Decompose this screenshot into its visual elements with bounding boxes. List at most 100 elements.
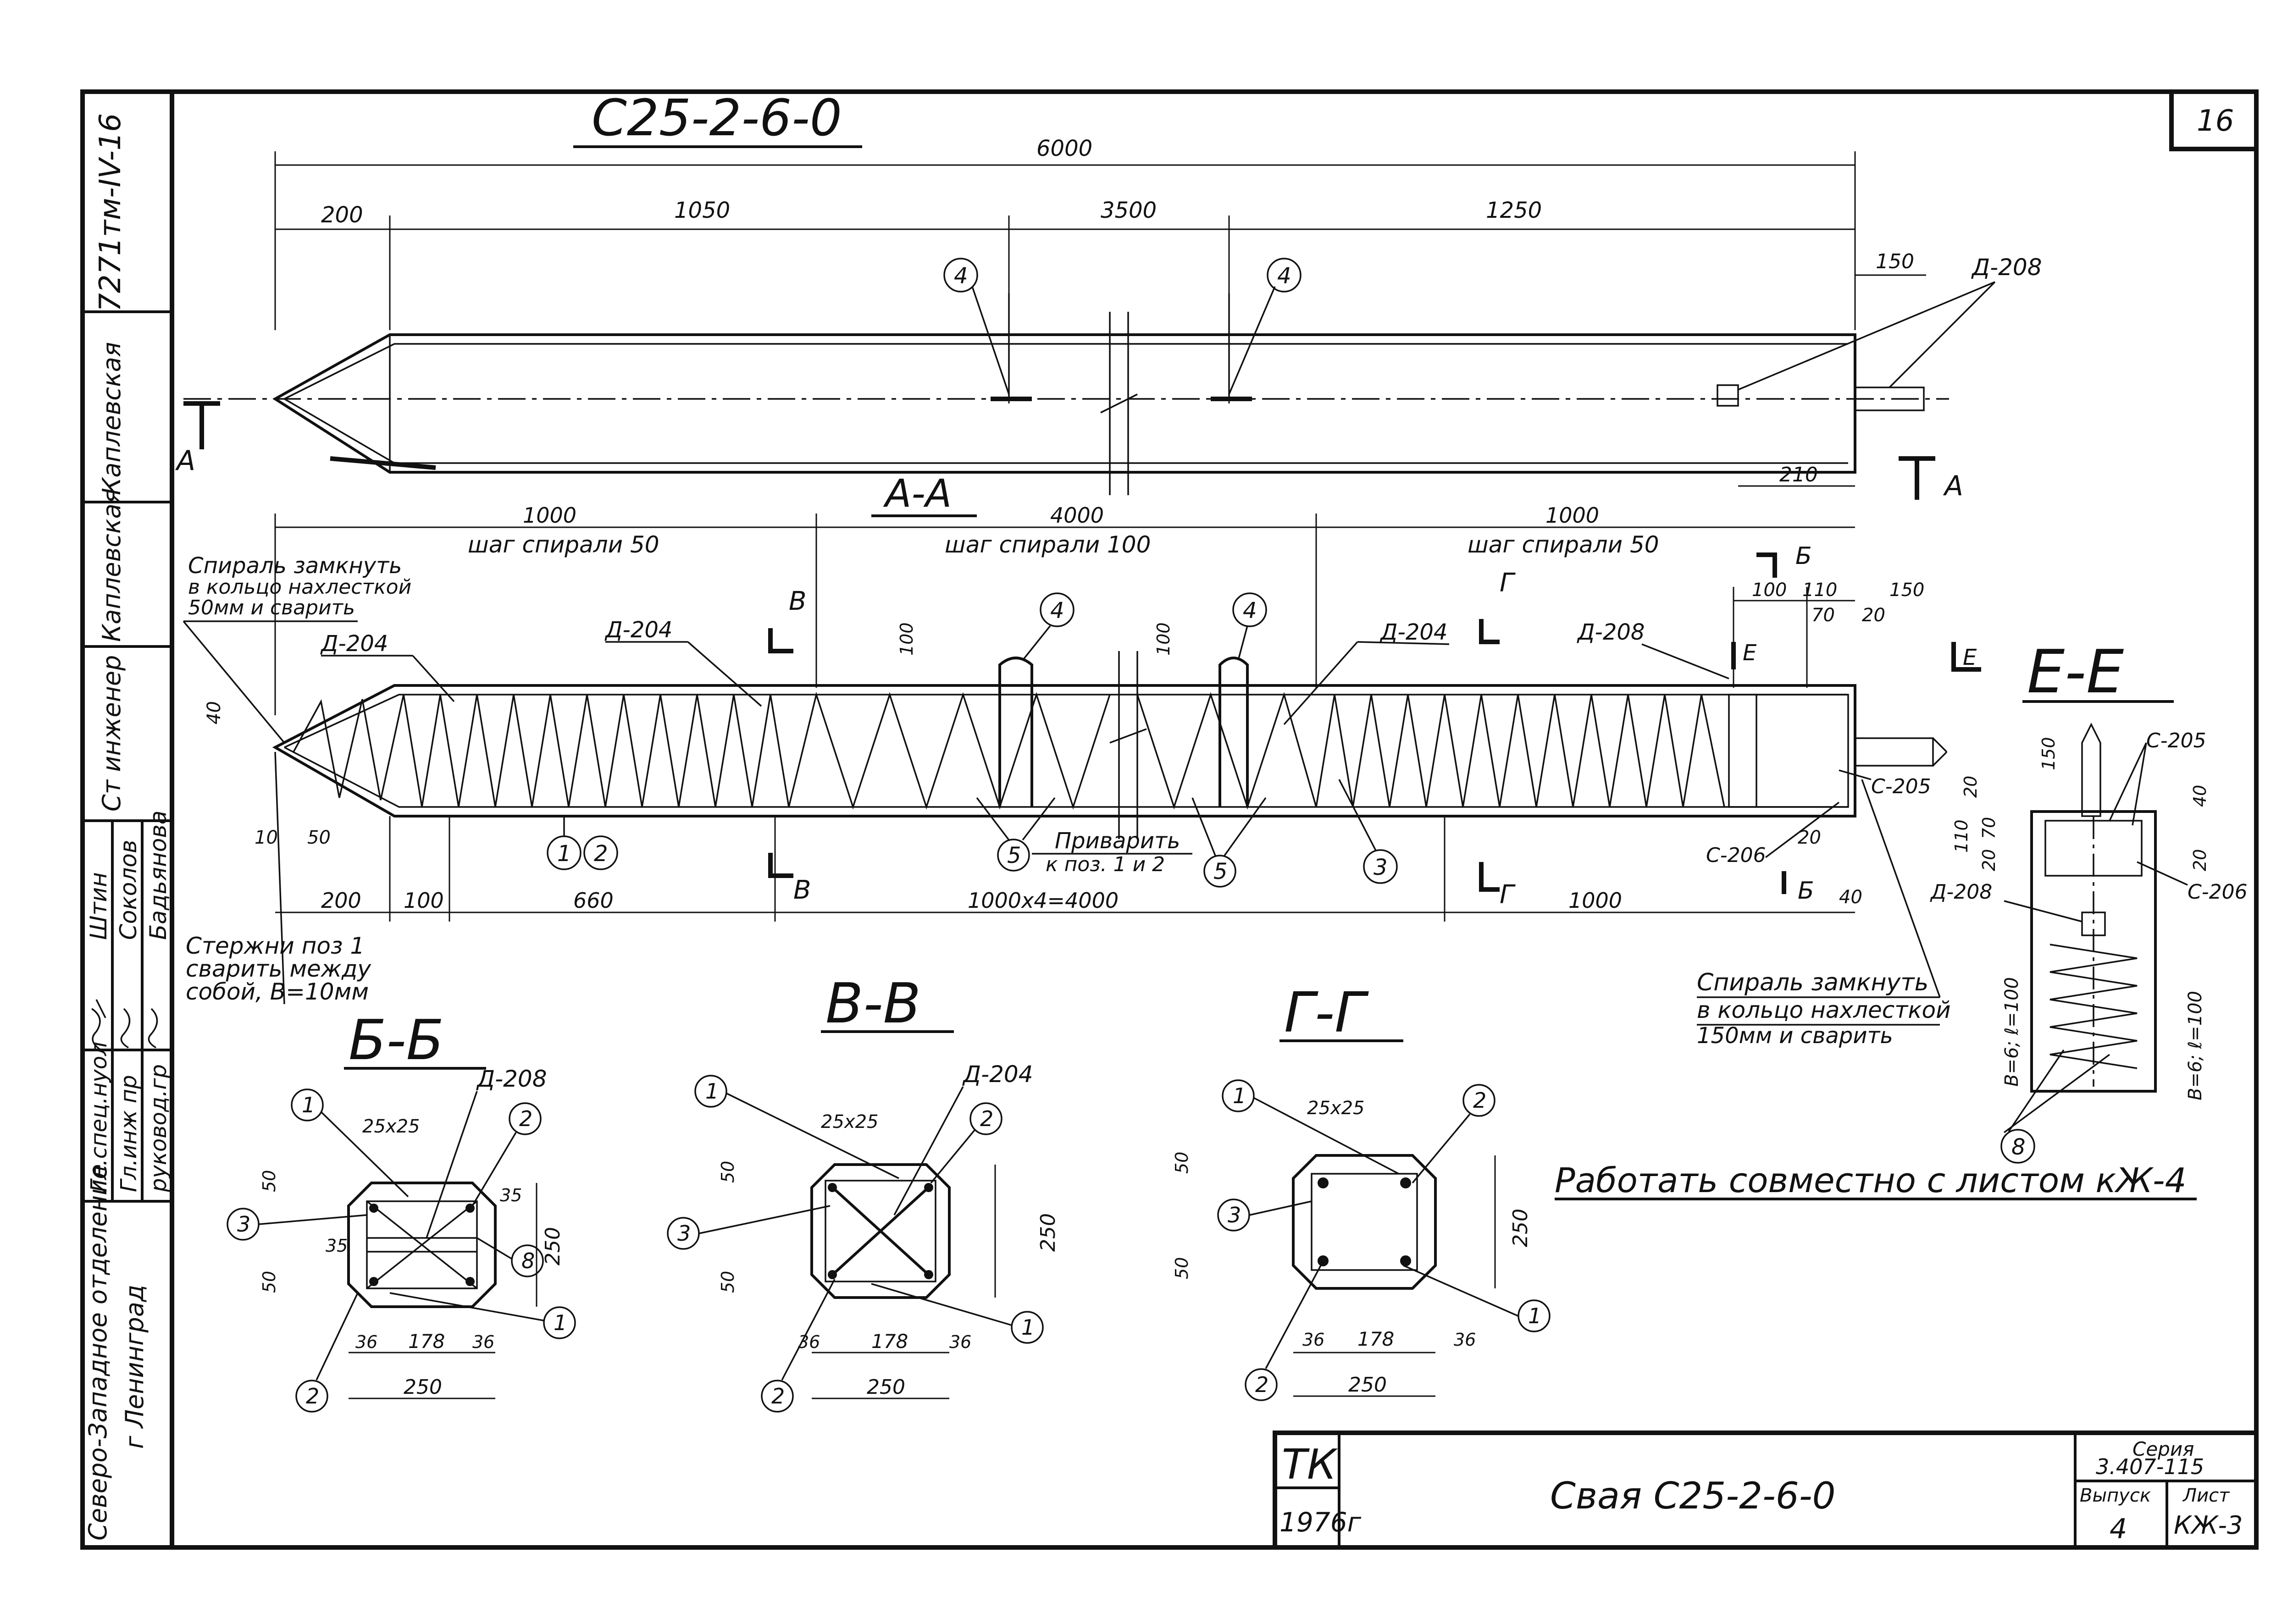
aa-weld-note-2: к поз. 1 и 2 [1046, 853, 1165, 876]
aa-dim-150: 150 [1889, 580, 1924, 601]
ee-d150: 150 [2038, 737, 2059, 770]
aa-d208: Д-208 [1577, 619, 1645, 645]
stamp-name-3: Бадьянова [145, 811, 172, 940]
stamp-role-3: руковод.гр [146, 1064, 172, 1193]
aa-d204-mid: Д-204 [604, 617, 672, 643]
drawing-title: С25-2-6-0 [592, 88, 842, 147]
vv-d36a: 36 [798, 1332, 820, 1352]
title-block: ТК 1976г Свая С25-2-6-0 Серия 3.407-115 … [1273, 1431, 2259, 1550]
aa-dim-10: 10 [255, 827, 278, 848]
gg-d36b: 36 [1454, 1330, 1476, 1350]
bb-25x25: 25х25 [362, 1116, 420, 1137]
elev-dim-210: 210 [1779, 463, 1818, 486]
aa-d204-left: Д-204 [320, 631, 388, 657]
aa-dim-70: 70 [1811, 605, 1835, 626]
side-stamp: 7271тм-IV-16 Каплевская Каплевская Ст ин… [83, 113, 172, 1541]
ee-d110: 110 [1951, 819, 1972, 853]
section-vv: В-В Д-204 25х25 1 2 3 1 2 50 50 250 36 1… [667, 972, 1060, 1413]
vv-m2b: 2 [771, 1384, 785, 1409]
bb-d178: 178 [408, 1330, 445, 1353]
elev-dim-150: 150 [1876, 250, 1914, 273]
stamp-name-1: Штин [85, 872, 112, 940]
vv-m1b: 1 [1021, 1315, 1035, 1340]
ee-outline [2030, 810, 2157, 1093]
gg-d250v: 250 [1509, 1209, 1532, 1247]
gg-m2b: 2 [1255, 1372, 1268, 1397]
section-gg: Г-Г 25х25 1 2 3 1 2 50 50 250 36 178 36 … [1172, 981, 1551, 1401]
bb-m2a: 2 [519, 1106, 532, 1131]
sheet-frame [80, 89, 2259, 1550]
vv-title: В-В [825, 972, 921, 1036]
ee-title: Е-Е [2027, 637, 2124, 707]
aa-pitch-mid: шаг спирали 100 [945, 531, 1151, 558]
spiral-right-2: в кольцо нахлесткой [1697, 997, 1951, 1023]
bb-m3: 3 [237, 1212, 250, 1237]
bb-d50b: 50 [259, 1271, 279, 1293]
aa-pitch-left: шаг спирали 50 [468, 531, 659, 558]
vv-m1a: 1 [705, 1079, 719, 1104]
tb-year: 1976г [1279, 1507, 1362, 1538]
vv-d250v: 250 [1036, 1213, 1060, 1252]
aa-bot-4000: 1000х4=4000 [968, 888, 1119, 913]
vv-d50a: 50 [718, 1161, 738, 1183]
tb-sheet: КЖ-3 [2174, 1511, 2243, 1540]
bb-d250v: 250 [541, 1227, 565, 1265]
aa-bot-200: 200 [321, 888, 361, 913]
vv-d36b: 36 [949, 1332, 971, 1352]
signature-1 [91, 999, 106, 1051]
aa-cut-e2: Е [1963, 645, 1977, 670]
ee-d40: 40 [2190, 785, 2210, 807]
ee-d208: Д-208 [1930, 880, 1992, 904]
dim-200: 200 [321, 202, 363, 228]
spiral-right-1: Спираль замкнуть [1697, 969, 1928, 996]
ee-d20c: 20 [2190, 849, 2210, 871]
bb-d35b: 35 [326, 1236, 348, 1256]
tb-sheet-label: Лист [2182, 1485, 2230, 1506]
signature-3 [148, 1008, 158, 1049]
aa-cut-g2: Г [1500, 880, 1516, 910]
ee-spiral-right: В=6; ℓ=100 [2185, 991, 2206, 1100]
ee-m8: 8 [2011, 1134, 2026, 1160]
bb-d36a: 36 [355, 1332, 377, 1352]
bb-d250h: 250 [404, 1375, 442, 1399]
aa-note-spiral-3: 50мм и сварить [188, 596, 355, 619]
signature-2 [120, 1008, 131, 1049]
vv-m2a: 2 [980, 1106, 993, 1131]
gg-m3: 3 [1228, 1203, 1241, 1227]
aa-dim-1000-right: 1000 [1545, 503, 1599, 528]
vv-d250h: 250 [867, 1375, 905, 1399]
vv-d204: Д-204 [962, 1061, 1033, 1088]
aa-mark-5b: 5 [1213, 859, 1228, 884]
aa-spiral [293, 691, 1725, 810]
gg-d50a: 50 [1172, 1152, 1192, 1174]
section-ee: Е-Е С-205 С-206 Д-208 150 40 20 70 110 2… [1930, 637, 2248, 1164]
bb-m2b: 2 [306, 1384, 319, 1409]
bb-d36b: 36 [472, 1332, 494, 1352]
bb-d50a: 50 [259, 1170, 279, 1192]
gg-d250h: 250 [1348, 1373, 1387, 1397]
aa-dim-100-a: 100 [897, 622, 917, 656]
aa-c205: С-205 [1871, 775, 1931, 798]
gg-d178: 178 [1357, 1328, 1394, 1350]
stamp-role-4: Ст инженер [97, 655, 126, 812]
pile-outline [272, 333, 1856, 474]
dim-6000: 6000 [1036, 136, 1092, 161]
gg-outline [1292, 1154, 1437, 1290]
gg-25x25: 25х25 [1307, 1098, 1364, 1119]
gg-m2a: 2 [1473, 1088, 1486, 1113]
spiral-right-3: 150мм и сварить [1697, 1023, 1893, 1049]
notes: Стержни поз 1 сварить между собой, В=10м… [186, 751, 2197, 1200]
gg-d50b: 50 [1172, 1257, 1192, 1279]
aa-cut-e: Е [1743, 640, 1757, 666]
dim-3500: 3500 [1101, 198, 1157, 223]
stamp-name-5: Каплевская [97, 342, 126, 495]
elevation-view: 6000 200 1050 3500 1250 4 4 Д-208 [175, 136, 2042, 502]
rods-note-3: собой, В=10мм [186, 978, 369, 1005]
bb-outline [347, 1182, 497, 1308]
elev-section-a-right: А [1943, 470, 1963, 502]
aa-c206: С-206 [1706, 844, 1766, 867]
ee-c206: С-206 [2188, 880, 2248, 904]
aa-mark-4b: 4 [1243, 598, 1257, 624]
elev-section-a-left: А [175, 445, 195, 477]
